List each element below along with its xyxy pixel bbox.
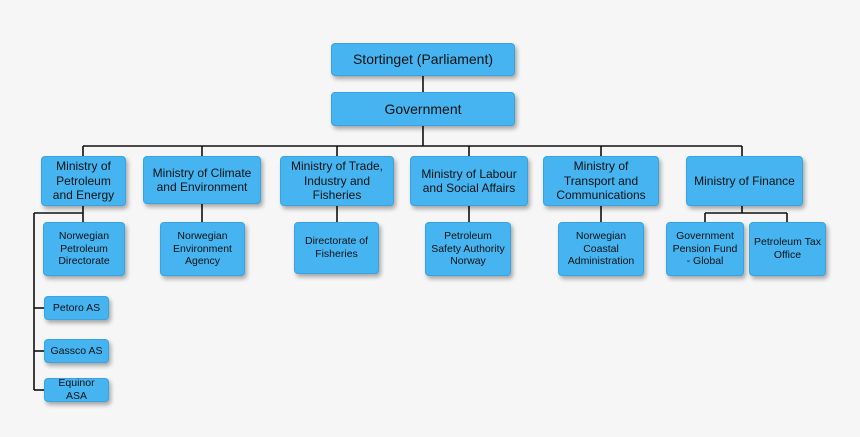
node-fisheries-directorate-label: Directorate of Fisheries bbox=[304, 235, 369, 260]
node-coastal-administration: Norwegian Coastal Administration bbox=[558, 222, 644, 276]
node-tax-office-label: Petroleum Tax Office bbox=[754, 236, 821, 261]
node-ministry-climate: Ministry of Climate and Environment bbox=[143, 156, 261, 204]
node-pension-fund-label: Government Pension Fund - Global bbox=[672, 230, 738, 268]
node-company-equinor: Equinor ASA bbox=[44, 377, 109, 402]
node-company-petoro-label: Petoro AS bbox=[52, 301, 101, 314]
node-government-label: Government bbox=[384, 100, 462, 117]
node-ministry-labour: Ministry of Labour and Social Affairs bbox=[410, 156, 528, 206]
node-ministry-trade: Ministry of Trade, Industry and Fisherie… bbox=[280, 156, 394, 206]
node-ministry-transport: Ministry of Transport and Communications bbox=[543, 156, 659, 206]
node-safety-authority-label: Petroleum Safety Authority Norway bbox=[431, 230, 505, 268]
node-safety-authority: Petroleum Safety Authority Norway bbox=[425, 222, 511, 276]
node-coastal-administration-label: Norwegian Coastal Administration bbox=[567, 230, 635, 268]
node-fisheries-directorate: Directorate of Fisheries bbox=[294, 222, 379, 274]
node-ministry-petroleum: Ministry of Petroleum and Energy bbox=[41, 156, 126, 206]
node-ministry-labour-label: Ministry of Labour and Social Affairs bbox=[421, 166, 517, 195]
node-environment-agency: Norwegian Environment Agency bbox=[160, 222, 245, 276]
node-ministry-petroleum-label: Ministry of Petroleum and Energy bbox=[52, 159, 115, 203]
node-ministry-transport-label: Ministry of Transport and Communications bbox=[556, 159, 646, 203]
node-parliament: Stortinget (Parliament) bbox=[331, 43, 515, 76]
node-ministry-finance: Ministry of Finance bbox=[686, 156, 803, 206]
node-ministry-trade-label: Ministry of Trade, Industry and Fisherie… bbox=[290, 159, 384, 203]
node-tax-office: Petroleum Tax Office bbox=[749, 222, 826, 276]
node-company-petoro: Petoro AS bbox=[44, 296, 109, 320]
node-company-gassco: Gassco AS bbox=[44, 339, 109, 363]
node-pension-fund: Government Pension Fund - Global bbox=[666, 222, 744, 276]
node-government: Government bbox=[331, 92, 515, 126]
node-ministry-climate-label: Ministry of Climate and Environment bbox=[152, 165, 252, 194]
node-environment-agency-label: Norwegian Environment Agency bbox=[173, 230, 232, 268]
node-parliament-label: Stortinget (Parliament) bbox=[352, 51, 494, 68]
node-company-gassco-label: Gassco AS bbox=[50, 344, 103, 357]
node-ministry-finance-label: Ministry of Finance bbox=[694, 173, 795, 188]
node-petroleum-directorate-label: Norwegian Petroleum Directorate bbox=[58, 230, 110, 268]
node-company-equinor-label: Equinor ASA bbox=[58, 377, 95, 402]
node-petroleum-directorate: Norwegian Petroleum Directorate bbox=[43, 222, 125, 276]
